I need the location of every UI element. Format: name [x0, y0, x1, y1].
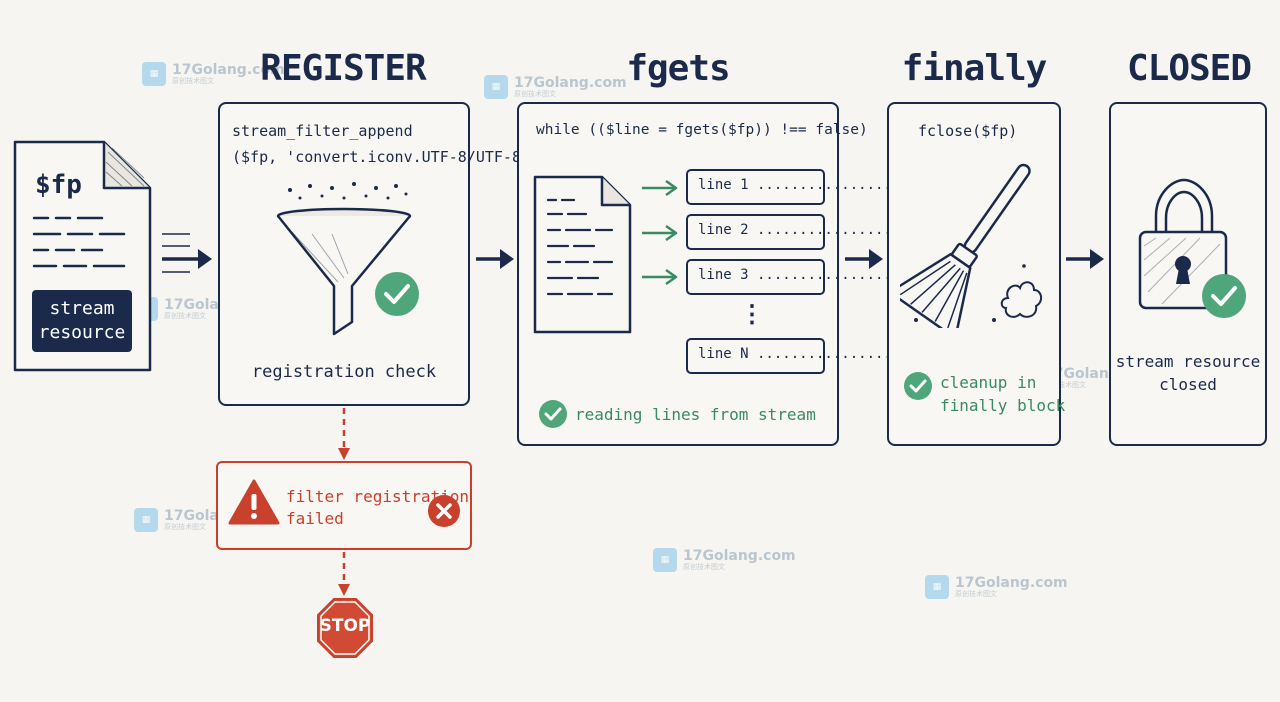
dashed-arrow-down-icon [338, 408, 350, 460]
document-icon [533, 175, 632, 334]
heading-finally: finally [901, 48, 1048, 89]
watermark-logo-icon: ▦ [484, 75, 508, 99]
vertical-ellipsis: ⋮ [740, 300, 764, 328]
line-item: line 1 ................ [686, 169, 892, 205]
heading-closed: CLOSED [1126, 48, 1252, 89]
registration-check-caption: registration check [251, 362, 437, 382]
fgets-status: reading lines from stream [575, 405, 816, 424]
error-text: filter registration failed [286, 487, 470, 528]
check-circle-icon [904, 372, 932, 400]
register-code-line2: ($fp, 'convert.iconv.UTF-8/UTF-8') [232, 148, 540, 166]
finally-code: fclose($fp) [918, 122, 1018, 140]
close-circle-icon [428, 495, 460, 527]
arrow-right-icon [1066, 249, 1104, 269]
watermark-logo-icon: ▦ [142, 62, 166, 86]
heading-register: REGISTER [260, 48, 426, 89]
check-circle-icon [539, 400, 567, 428]
broom-icon [900, 163, 1042, 328]
funnel-icon [276, 182, 412, 336]
finally-status: cleanup in finally block [940, 373, 1066, 415]
stop-sign-icon [317, 598, 373, 658]
green-arrow-icon [642, 224, 678, 242]
line-item: line 2 ................ [686, 214, 892, 250]
register-code-line1: stream_filter_append [232, 122, 413, 140]
fp-title: $fp [35, 170, 82, 200]
green-arrow-icon [642, 179, 678, 197]
check-circle-icon [375, 272, 419, 316]
check-circle-icon [1202, 274, 1246, 318]
dashed-arrow-down-icon [338, 552, 350, 596]
line-item: line N ................ [686, 338, 892, 374]
stream-resource-badge: stream resource [32, 290, 132, 352]
fgets-code: while (($line = fgets($fp)) !== false) [536, 122, 868, 138]
line-item: line 3 ................ [686, 259, 892, 295]
arrow-right-icon [845, 249, 883, 269]
green-arrow-icon [642, 268, 678, 286]
closed-caption: stream resource closed [1115, 352, 1261, 394]
watermark-logo-icon: ▦ [653, 548, 677, 572]
watermark-logo-icon: ▦ [134, 508, 158, 532]
heading-fgets: fgets [626, 48, 730, 89]
stop-label: STOP [319, 616, 371, 636]
watermark-logo-icon: ▦ [925, 575, 949, 599]
arrow-right-icon [162, 233, 212, 273]
warning-icon [228, 479, 280, 525]
arrow-right-icon [476, 249, 514, 269]
